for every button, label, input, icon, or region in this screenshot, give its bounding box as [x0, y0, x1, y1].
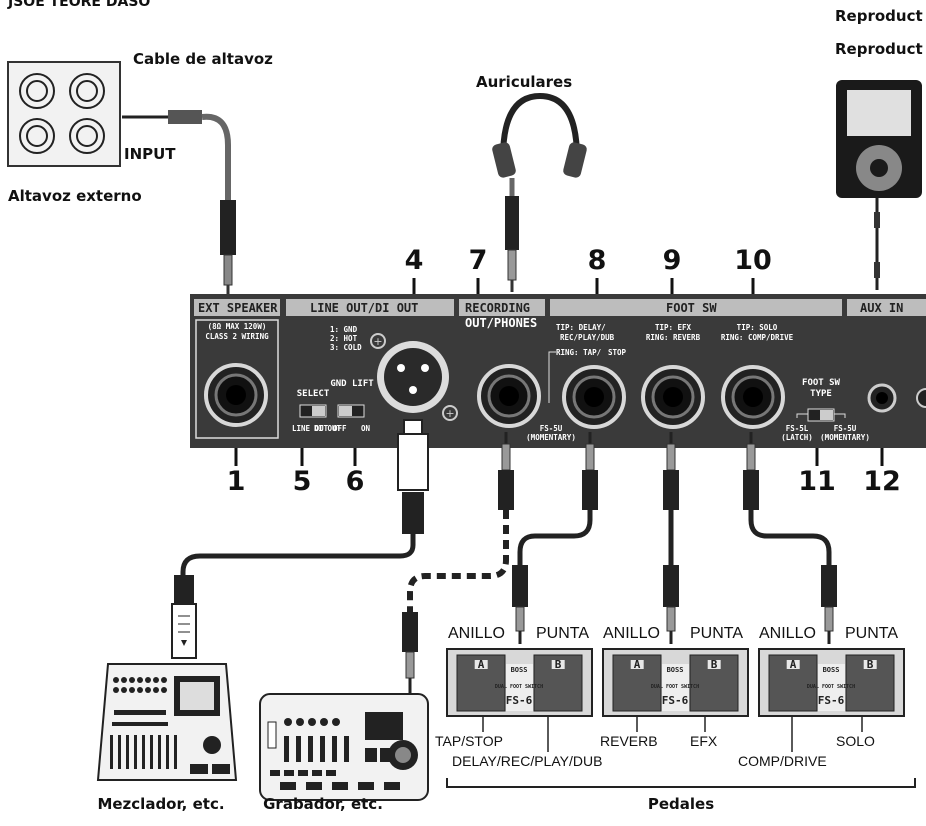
external-speaker-label: Altavoz externo: [8, 187, 142, 205]
pedal-3-brand: BOSS: [822, 666, 840, 674]
callout-10: 10: [734, 245, 772, 276]
section-line-out: LINE OUT/DI OUT: [310, 301, 419, 315]
pedal-3-button-b: B: [863, 659, 877, 670]
partial-header: JSOE TEORE DASO: [8, 0, 151, 10]
pedal-3-b-function: SOLO: [836, 733, 875, 749]
select-line-out: LINE OUT: [292, 424, 329, 433]
amp-rear-panel: + +: [190, 294, 926, 448]
pedal-3-ring-label: ANILLO: [759, 625, 816, 642]
pedal-1-ring-label: ANILLO: [448, 625, 505, 642]
pedal-1-button-b: B: [551, 659, 565, 670]
foot-sw-1-ring-2: STOP: [608, 348, 627, 357]
gnd-lift-label: GND LIFT: [330, 379, 374, 389]
pedal-2-brand: BOSS: [666, 666, 684, 674]
speaker-input-label: INPUT: [124, 145, 176, 163]
pedals-bracket: [446, 778, 916, 788]
recording-cable: [402, 432, 514, 694]
pedal-1-model: FS-6: [505, 694, 533, 707]
foot-sw-3-ring: RING: COMP/DRIVE: [720, 333, 794, 342]
recorder-label: Grabador, etc.: [263, 795, 383, 813]
speaker-cabinet: [7, 61, 121, 167]
pedal-2-b-function: EFX: [690, 733, 718, 749]
pedal-1-b-function: DELAY/REC/PLAY/DUB: [452, 753, 603, 769]
svg-text:+: +: [373, 335, 382, 348]
callout-6: 6: [345, 466, 365, 497]
pedal-2-button-b: B: [707, 659, 721, 670]
xlr-pin-3: 3: COLD: [330, 343, 362, 352]
pedal-unit-2: [602, 648, 749, 717]
headphones-drawing: [492, 92, 587, 292]
pedal-3-sub: DUAL FOOT SWITCH: [806, 684, 856, 690]
foot-sw-2-ring: RING: REVERB: [645, 333, 701, 342]
pedal-2-button-a: A: [630, 659, 644, 670]
section-foot-sw: FOOT SW: [666, 301, 717, 315]
pedal-1-tip-label: PUNTA: [536, 625, 590, 642]
section-recording-sub: OUT/PHONES: [465, 316, 538, 330]
callout-9: 9: [662, 245, 682, 276]
player-label-2: Reproduct: [835, 40, 923, 58]
pedal-1-brand: BOSS: [510, 666, 528, 674]
speaker-cable-label: Cable de altavoz: [133, 50, 273, 68]
pedal-1-button-a: A: [474, 659, 488, 670]
pedals-label: Pedales: [647, 795, 715, 813]
foot-sw-type-2: TYPE: [810, 389, 832, 399]
pedal-2-a-function: REVERB: [600, 733, 658, 749]
footswitch-cables: [512, 432, 837, 644]
mixer-label: Mezclador, etc.: [97, 795, 225, 813]
fs5u-note: FS-5U: [539, 424, 563, 433]
pedal-3-model: FS-6: [817, 694, 845, 707]
ext-speaker-spec-1: (8Ω MAX 120W): [207, 322, 267, 331]
pedal-unit-3: [758, 648, 905, 717]
fs5u-label: FS-5U: [833, 424, 857, 433]
xlr-cable: [171, 419, 429, 659]
gnd-off: OFF: [333, 424, 347, 433]
pedal-1-a-function: TAP/STOP: [435, 733, 503, 749]
callout-4: 4: [404, 245, 424, 276]
foot-sw-type: FOOT SW: [802, 378, 840, 388]
pedal-2-sub: DUAL FOOT SWITCH: [650, 684, 700, 690]
gnd-on: ON: [361, 424, 371, 433]
fs5u-note-2: (MOMENTARY): [526, 433, 576, 442]
pedal-3-tip-label: PUNTA: [845, 625, 899, 642]
fs5l-label: FS-5L: [785, 424, 809, 433]
callout-8: 8: [587, 245, 607, 276]
xlr-pin-1: 1: GND: [330, 325, 358, 334]
speaker-cable: [122, 110, 236, 295]
foot-sw-3-tip: TIP: SOLO: [736, 323, 778, 332]
section-recording: RECORDING: [465, 301, 531, 315]
ext-speaker-spec-2: CLASS 2 WIRING: [205, 332, 269, 341]
section-aux-in: AUX IN: [860, 301, 904, 315]
select-label: SELECT: [296, 389, 330, 399]
section-ext-speaker: EXT SPEAKER: [198, 301, 278, 315]
callout-1: 1: [226, 466, 246, 497]
recorder-drawing: [259, 693, 429, 801]
callout-7: 7: [468, 245, 488, 276]
mixer-drawing: [96, 663, 238, 781]
fs5u-label-2: (MOMENTARY): [820, 433, 870, 442]
pedal-2-model: FS-6: [661, 694, 689, 707]
pedal-1-sub: DUAL FOOT SWITCH: [494, 684, 544, 690]
callout-11: 11: [798, 466, 836, 497]
pedal-function-lines: [482, 716, 863, 752]
pedal-2-tip-label: PUNTA: [690, 625, 744, 642]
foot-sw-2-tip: TIP: EFX: [654, 323, 692, 332]
foot-sw-1-tip: TIP: DELAY/: [556, 323, 606, 332]
music-player-drawing: [836, 80, 922, 290]
svg-text:+: +: [445, 407, 454, 420]
xlr-pin-2: 2: HOT: [330, 334, 358, 343]
fs5l-label-2: (LATCH): [781, 433, 813, 442]
foot-sw-1-ring: RING: TAP/: [556, 348, 602, 357]
pedal-3-a-function: COMP/DRIVE: [738, 753, 827, 769]
player-label-1: Reproduct: [835, 7, 923, 25]
foot-sw-1-tip-2: REC/PLAY/DUB: [560, 333, 615, 342]
pedal-2-ring-label: ANILLO: [603, 625, 660, 642]
select-di-out: DI OUT: [314, 424, 342, 433]
callout-12: 12: [863, 466, 901, 497]
headphones-label: Auriculares: [476, 73, 573, 91]
callout-lines: [234, 278, 884, 466]
callout-5: 5: [292, 466, 312, 497]
pedal-3-button-a: A: [786, 659, 800, 670]
